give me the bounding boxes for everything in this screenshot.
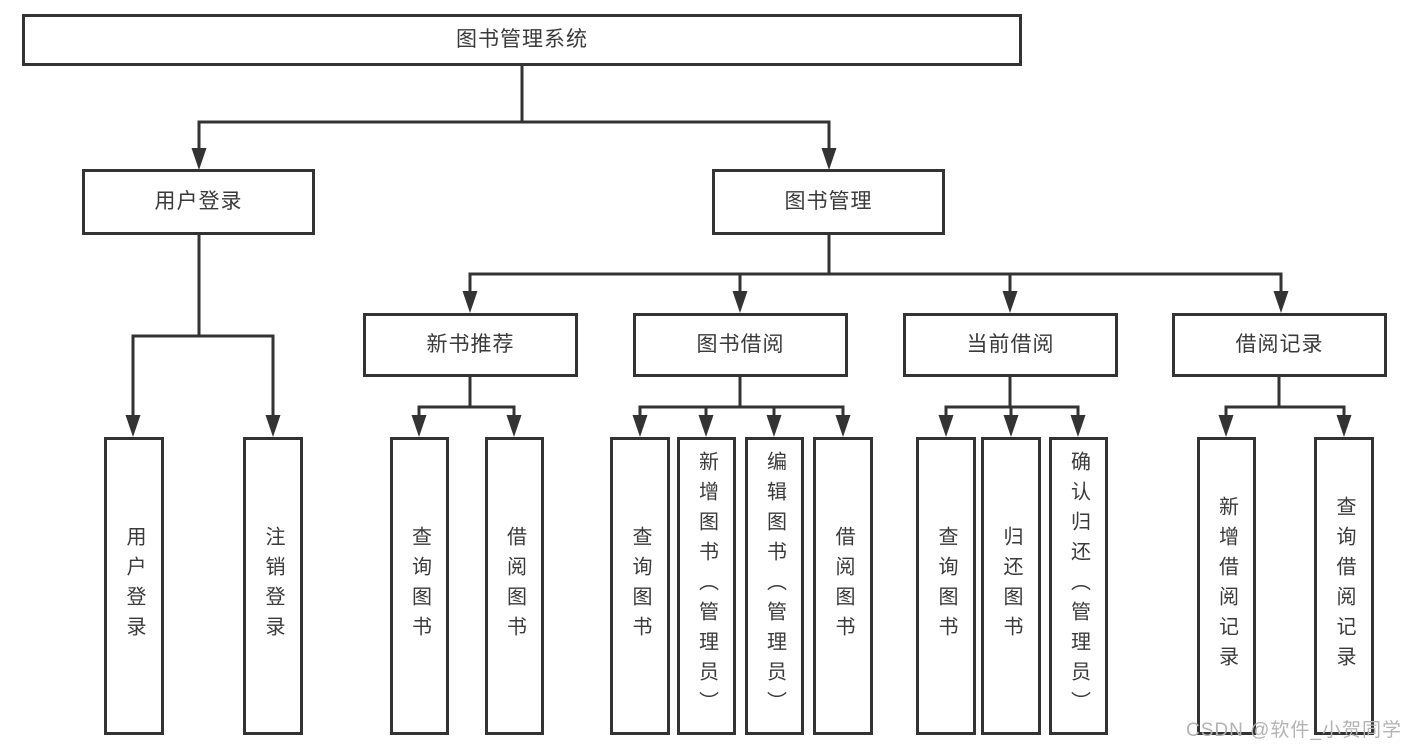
leaf-add-book-admin: 新增图书（管理员） <box>677 437 736 735</box>
node-label: 借阅图书 <box>832 526 854 646</box>
node-label: 图书管理系统 <box>456 28 588 52</box>
leaf-query-books-current: 查询图书 <box>916 437 976 735</box>
node-label: 查询图书 <box>408 526 431 646</box>
leaf-query-books-borrowing: 查询图书 <box>610 437 670 735</box>
connector-current-borrowing-subtree <box>944 377 1080 416</box>
leaf-query-borrow-record: 查询借阅记录 <box>1314 437 1374 735</box>
node-label: 借阅记录 <box>1235 333 1324 357</box>
node-book-management: 图书管理 <box>712 169 945 235</box>
node-label: 查询借阅记录 <box>1333 496 1355 676</box>
node-label: 确认归还（管理员） <box>1067 451 1090 721</box>
connector-book-borrowing-subtree <box>638 377 845 416</box>
node-label: 图书借阅 <box>696 333 785 357</box>
node-new-book-recommend: 新书推荐 <box>363 313 578 377</box>
leaf-logout: 注销登录 <box>243 437 303 735</box>
connector-root-to-level2 <box>197 64 831 150</box>
leaf-confirm-return-admin: 确认归还（管理员） <box>1049 437 1108 735</box>
node-label: 查询图书 <box>629 526 651 646</box>
node-label: 查询图书 <box>935 526 957 646</box>
leaf-borrow-books-recommend: 借阅图书 <box>485 437 544 735</box>
node-book-borrowing: 图书借阅 <box>633 313 848 377</box>
connector-borrow-records-subtree <box>1224 377 1346 416</box>
leaf-query-books-recommend: 查询图书 <box>390 437 449 735</box>
node-borrow-records: 借阅记录 <box>1172 313 1387 377</box>
connector-book-management-subtree <box>468 234 1283 294</box>
node-label: 图书管理 <box>784 190 873 214</box>
leaf-return-book: 归还图书 <box>981 437 1041 735</box>
node-label: 借阅图书 <box>503 526 526 646</box>
watermark: CSDN @软件_小贺同学 <box>1186 720 1402 741</box>
connector-new-book-recommend-subtree <box>417 377 516 416</box>
leaf-user-login: 用户登录 <box>104 437 164 735</box>
node-library-management-system: 图书管理系统 <box>22 14 1022 66</box>
node-label: 注销登录 <box>262 526 284 646</box>
node-label: 归还图书 <box>1000 526 1022 646</box>
node-current-borrowing: 当前借阅 <box>903 313 1118 377</box>
node-label: 新增图书（管理员） <box>695 451 718 721</box>
node-label: 用户登录 <box>123 526 145 646</box>
leaf-edit-book-admin: 编辑图书（管理员） <box>745 437 804 735</box>
leaf-borrow-books-borrowing: 借阅图书 <box>813 437 873 735</box>
node-user-login: 用户登录 <box>82 169 315 235</box>
node-label: 编辑图书（管理员） <box>763 451 786 721</box>
node-label: 当前借阅 <box>966 333 1055 357</box>
node-label: 用户登录 <box>154 190 243 214</box>
arrowheads <box>125 148 1352 437</box>
node-label: 新书推荐 <box>426 333 515 357</box>
connector-user-login-subtree <box>131 234 275 416</box>
leaf-add-borrow-record: 新增借阅记录 <box>1197 437 1256 735</box>
node-label: 新增借阅记录 <box>1215 496 1238 676</box>
